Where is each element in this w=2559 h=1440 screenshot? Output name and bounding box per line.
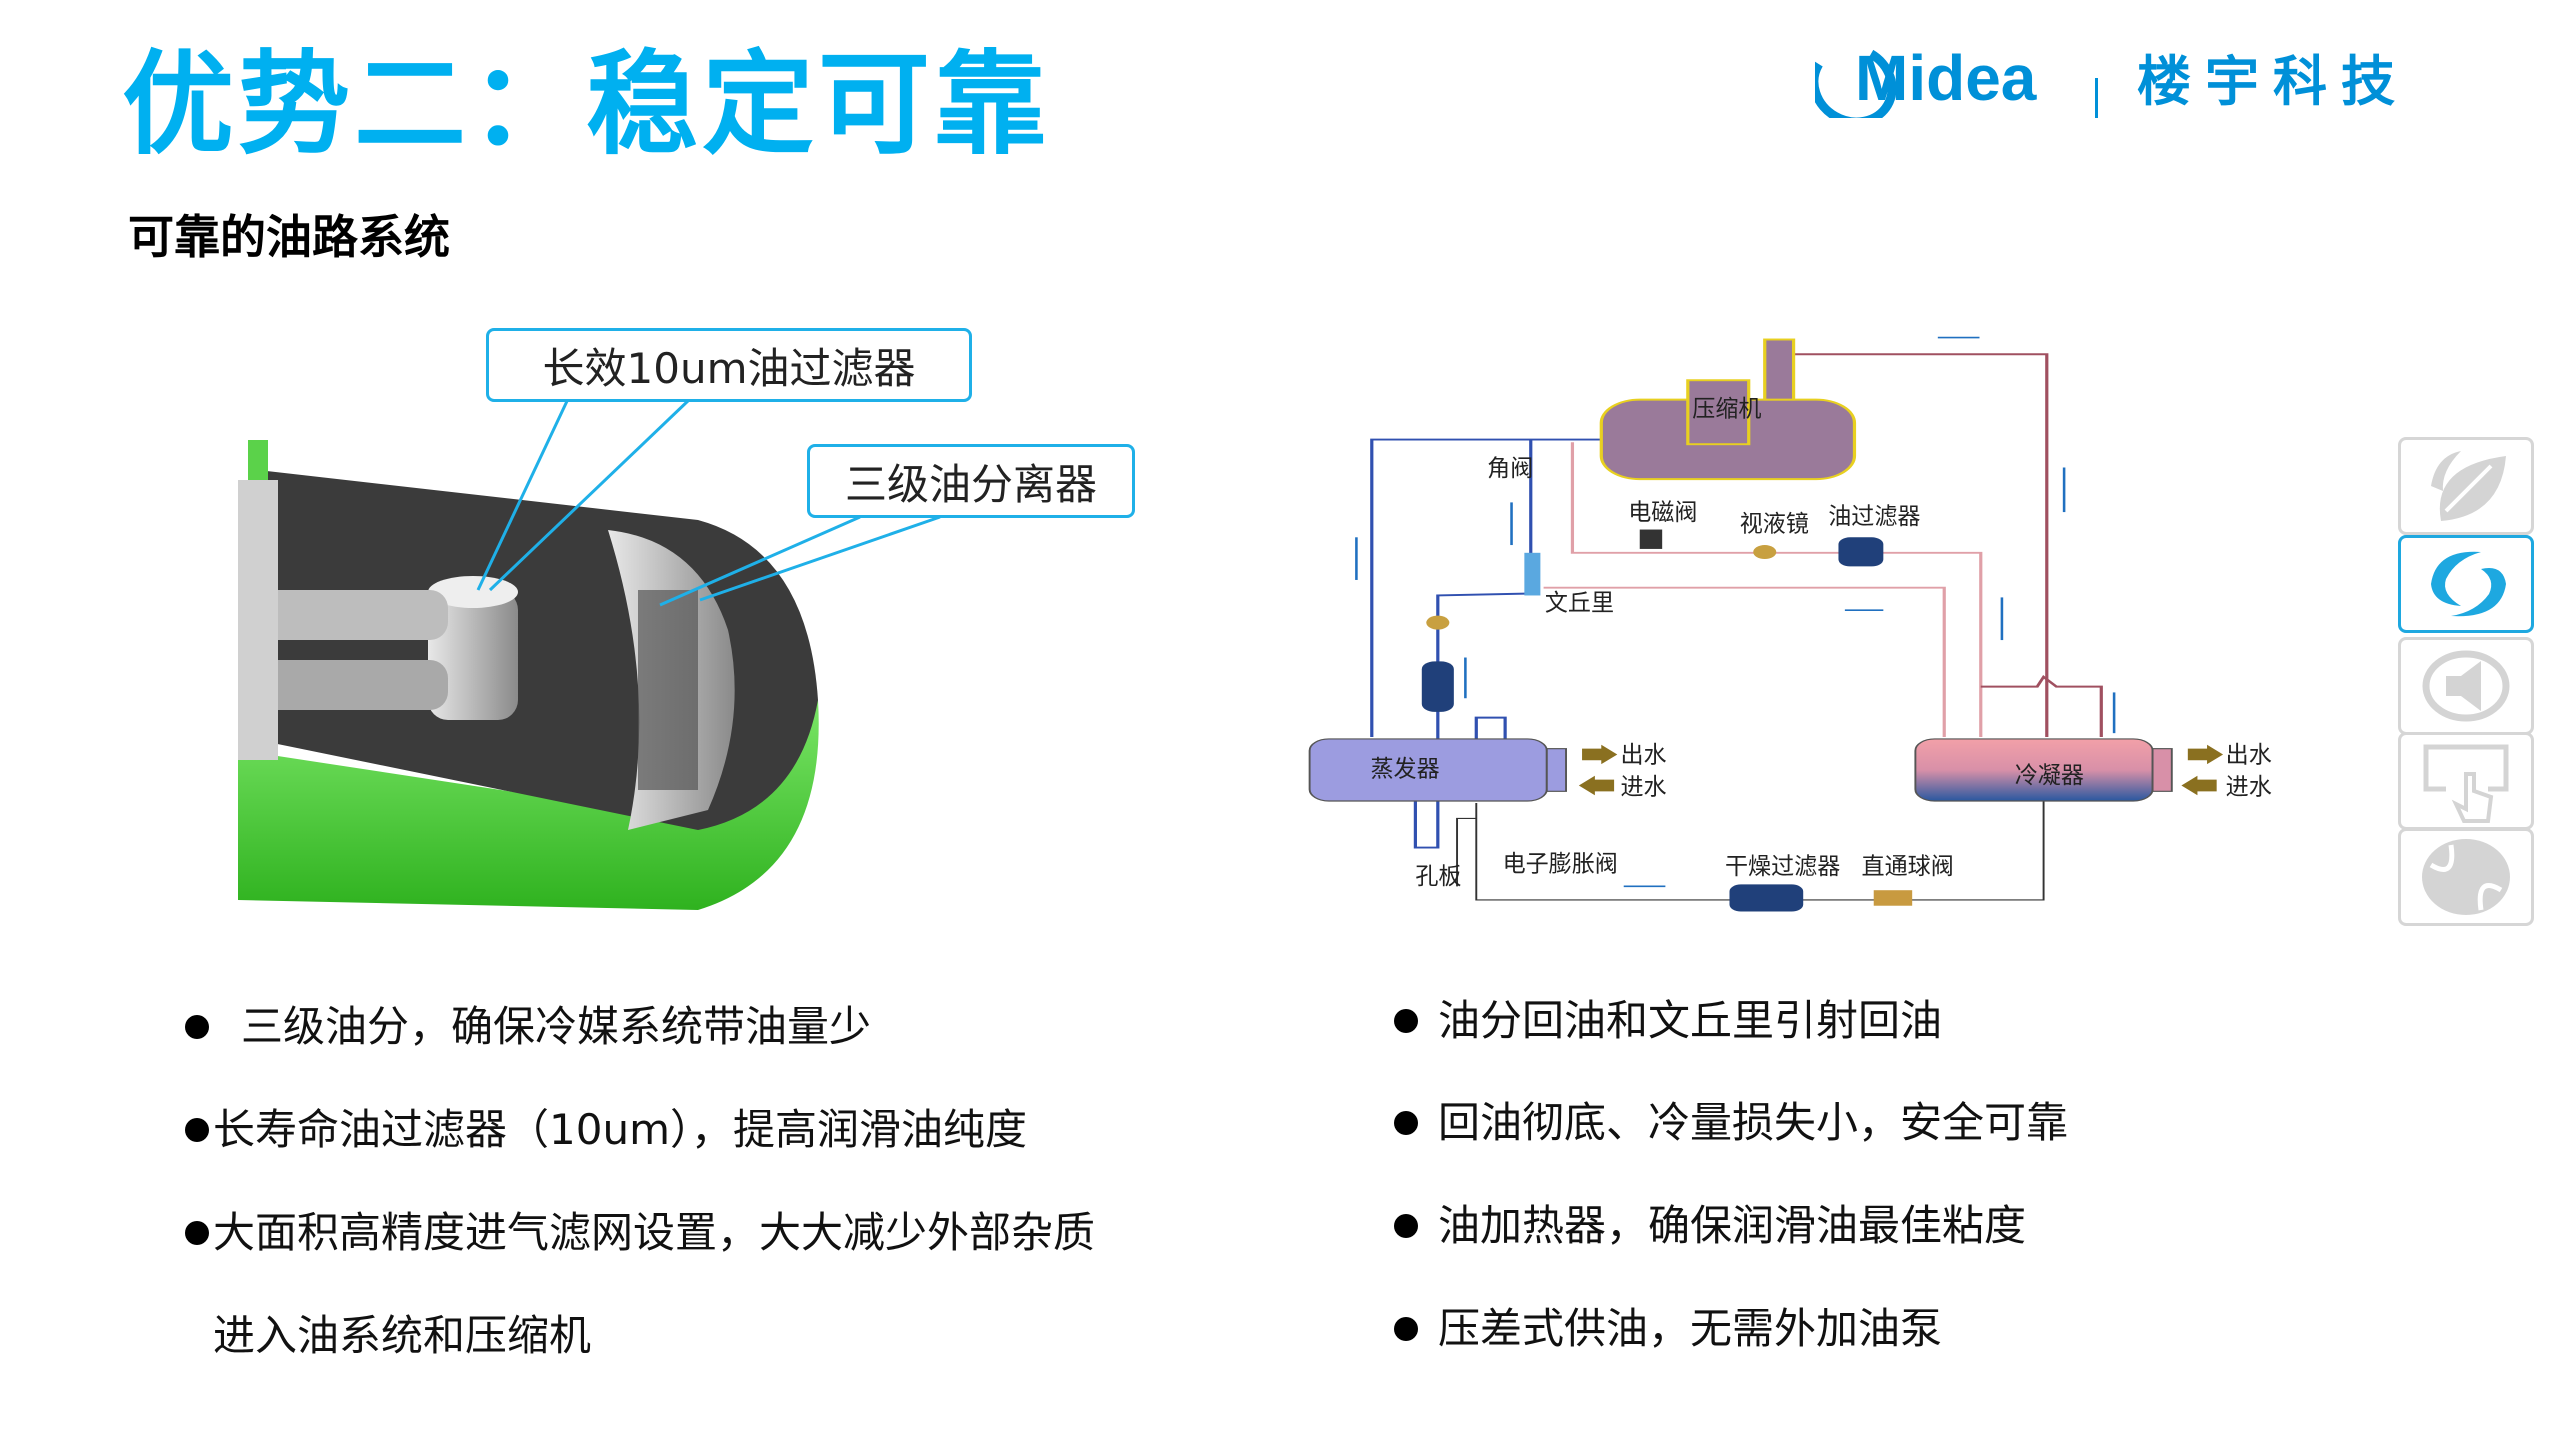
bullet-left-2: 长寿命油过滤器（10um），提高润滑油纯度 [185,1103,1027,1158]
bullet-text: 油加热器，确保润滑油最佳粘度 [1438,1201,2027,1250]
compressor-cutaway-image [228,390,848,910]
bullet-text: 三级油分，确保冷媒系统带油量少 [241,1002,872,1051]
label-ball-valve: 直通球阀 [1862,854,1954,880]
bullet-text: 油分回油和文丘里引射回油 [1438,996,1943,1045]
leaf-icon [2431,451,2506,521]
label-orifice: 孔板 [1415,864,1461,890]
bullet-right-3: 油加热器，确保润滑油最佳粘度 [1394,1199,2026,1254]
label-evap-water-in: 进水 [1621,774,1667,800]
side-nav-leaf[interactable] [2398,437,2534,535]
speaker-icon [2422,650,2510,722]
page-title: 优势二：稳定可靠 [122,40,1050,170]
bullet-right-1: 油分回油和文丘里引射回油 [1394,994,1942,1049]
label-compressor: 压缩机 [1692,396,1761,422]
bullet-text: 回油彻底、冷量损失小，安全可靠 [1438,1098,2069,1147]
label-evaporator: 蒸发器 [1371,757,1440,783]
bullet-text: 大面积高精度进气滤网设置，大大减少外部杂质 [213,1208,1096,1257]
side-nav-touch[interactable] [2398,732,2534,830]
bullet-text: 压差式供油，无需外加油泵 [1438,1304,1943,1353]
side-nav-fan[interactable] [2398,828,2534,926]
label-evap-water-out: 出水 [1621,742,1667,768]
callout-oil-separator: 三级油分离器 [807,444,1135,518]
bullet-left-1: 三级油分，确保冷媒系统带油量少 [185,1000,871,1055]
touch-icon [2423,744,2509,823]
label-condenser: 冷凝器 [2015,763,2084,789]
callout-oil-filter: 长效10um油过滤器 [486,328,972,402]
bullet-left-3-cont: 进入油系统和压缩机 [213,1309,591,1364]
label-dry-filter: 干燥过滤器 [1725,854,1840,880]
bullet-text: 长寿命油过滤器（10um），提高润滑油纯度 [213,1105,1027,1154]
callout-leader-lines [476,397,941,607]
bullet-text: 进入油系统和压缩机 [213,1311,592,1360]
section-subtitle: 可靠的油路系统 [128,210,450,264]
midea-logo: Midea 楼宇科技 [1809,28,2415,127]
label-cond-water-in: 进水 [2226,774,2272,800]
side-nav-speaker[interactable] [2398,637,2534,735]
label-angle-valve: 角阀 [1487,456,1533,482]
label-cond-water-out: 出水 [2226,742,2272,768]
oil-circuit-diagram: 压缩机 蒸发器 冷凝器 角阀 电磁阀 视液镜 油过滤器 文丘里 出水 进水 出水… [1300,320,2300,926]
bullet-left-3: 大面积高精度进气滤网设置，大大减少外部杂质 [185,1206,1095,1261]
label-eev: 电子膨胀阀 [1503,851,1618,877]
logo-division: 楼宇科技 [2137,50,2409,113]
bullet-right-2: 回油彻底、冷量损失小，安全可靠 [1394,1096,2068,1151]
fan-icon [2422,838,2510,915]
side-nav-swirl[interactable] [2398,535,2534,633]
label-sight-glass: 视液镜 [1740,512,1809,538]
bullet-right-4: 压差式供油，无需外加油泵 [1394,1302,1942,1357]
logo-brand: Midea [1855,42,2037,114]
label-venturi: 文丘里 [1545,591,1614,617]
label-solenoid-valve: 电磁阀 [1628,500,1697,526]
swirl-icon [2431,551,2506,617]
label-oil-filter: 油过滤器 [1828,504,1920,530]
